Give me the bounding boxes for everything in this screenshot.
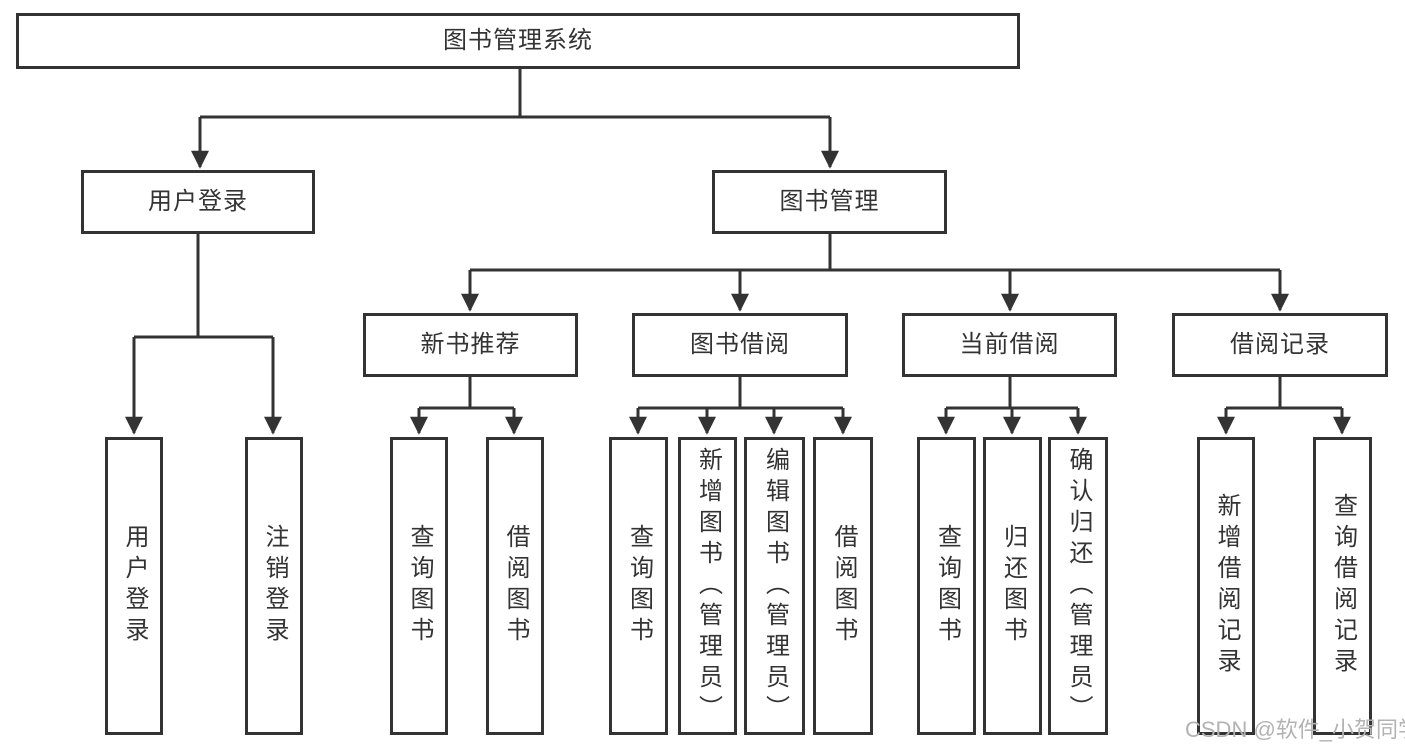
leaf-user-login: 用户登录 <box>105 437 163 735</box>
leaf-query-book-1: 查询图书 <box>390 437 448 735</box>
node-label: 新书推荐 <box>420 331 521 358</box>
node-root-label: 图书管理系统 <box>443 27 593 54</box>
leaf-label: 编辑图书（管理员） <box>761 446 789 726</box>
leaf-label: 注销登录 <box>261 524 288 648</box>
leaf-label: 新增图书（管理员） <box>694 446 722 726</box>
leaf-return-book: 归还图书 <box>983 437 1042 735</box>
leaf-label: 用户登录 <box>121 524 148 648</box>
node-label: 当前借阅 <box>959 331 1060 358</box>
node-new-book-recommend: 新书推荐 <box>363 313 578 377</box>
leaf-label: 借阅图书 <box>830 524 857 648</box>
leaf-edit-book-admin: 编辑图书（管理员） <box>744 437 805 735</box>
leaf-label: 查询图书 <box>933 524 961 648</box>
leaf-query-book-3: 查询图书 <box>917 437 976 735</box>
node-label: 借阅记录 <box>1230 331 1330 358</box>
node-label: 图书借阅 <box>690 331 790 358</box>
node-borrow-record: 借阅记录 <box>1172 313 1388 377</box>
leaf-label: 新增借阅记录 <box>1213 493 1240 679</box>
leaf-add-borrow-record: 新增借阅记录 <box>1197 437 1255 735</box>
node-label: 用户登录 <box>148 188 248 215</box>
csdn-watermark: CSDN @软件_小贺同学 <box>1185 717 1405 742</box>
leaf-query-book-2: 查询图书 <box>609 437 668 735</box>
leaf-label: 借阅图书 <box>502 524 529 648</box>
leaf-borrow-book-2: 借阅图书 <box>813 437 873 735</box>
node-current-borrow: 当前借阅 <box>902 313 1117 377</box>
node-book-management: 图书管理 <box>712 170 947 234</box>
node-user-login: 用户登录 <box>81 170 315 234</box>
leaf-borrow-book-1: 借阅图书 <box>486 437 544 735</box>
leaf-label: 归还图书 <box>999 524 1027 648</box>
leaf-label: 查询图书 <box>406 524 433 648</box>
leaf-query-borrow-record: 查询借阅记录 <box>1313 437 1372 735</box>
leaf-add-book-admin: 新增图书（管理员） <box>678 437 737 735</box>
leaf-label: 查询借阅记录 <box>1329 493 1357 679</box>
node-root: 图书管理系统 <box>16 13 1020 69</box>
leaf-label: 确认归还（管理员） <box>1065 446 1092 726</box>
leaf-logout: 注销登录 <box>245 437 303 735</box>
leaf-confirm-return-admin: 确认归还（管理员） <box>1048 437 1108 735</box>
node-label: 图书管理 <box>779 188 880 215</box>
connector-trunks <box>134 66 1342 410</box>
leaf-label: 查询图书 <box>625 524 653 648</box>
node-book-borrow: 图书借阅 <box>632 313 848 377</box>
connector-arrows <box>125 117 1351 435</box>
